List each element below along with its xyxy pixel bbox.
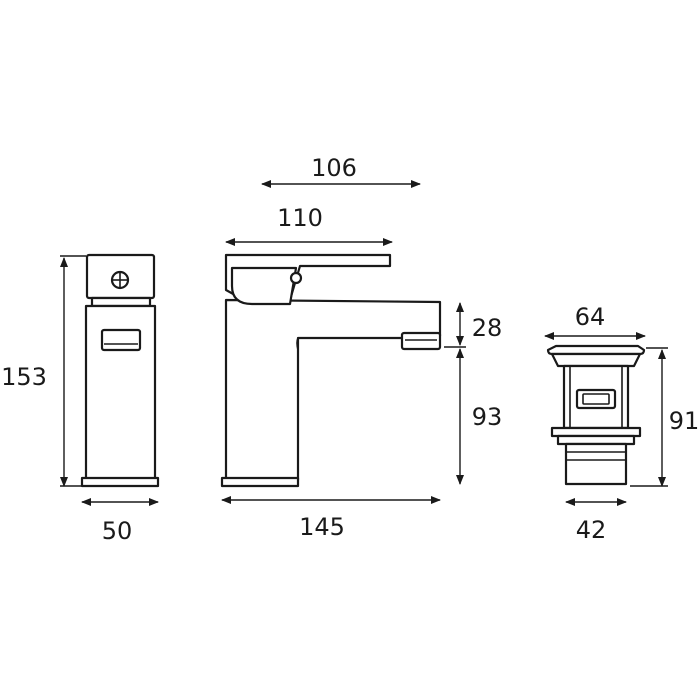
waste-fitting — [546, 344, 646, 486]
screw-icon — [110, 270, 130, 290]
outlet-height-label: 93 — [472, 403, 503, 431]
waste-body-diameter-label: 42 — [576, 516, 607, 544]
overall-height-label: 153 — [1, 363, 47, 391]
base-depth-label: 145 — [299, 513, 345, 541]
waste-head-diameter-label: 64 — [575, 303, 606, 331]
spout-height-label: 28 — [472, 314, 503, 342]
tap-front-view — [80, 253, 160, 488]
waste-height-label: 91 — [669, 407, 700, 435]
tap-side-view — [220, 253, 442, 488]
spout-reach-label: 106 — [311, 154, 357, 182]
lever-length-label: 110 — [277, 204, 323, 232]
body-width-label: 50 — [102, 517, 133, 545]
